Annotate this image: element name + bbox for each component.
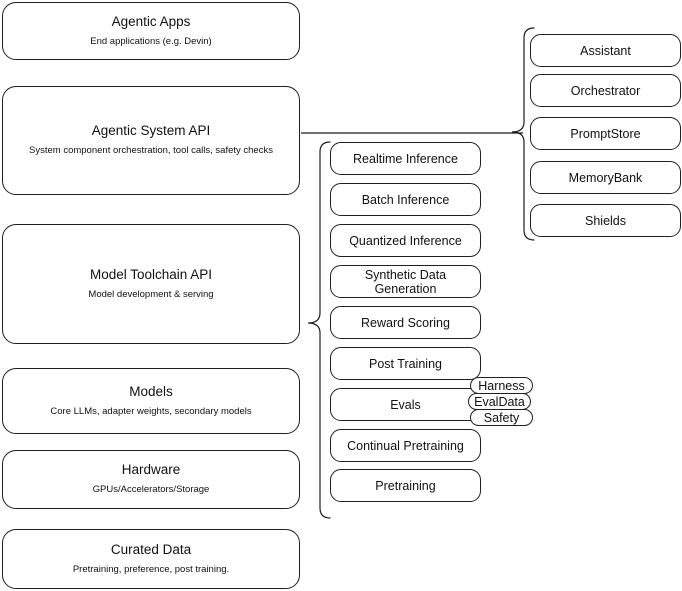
toolchain-pill-pretraining[interactable]: Pretraining	[330, 469, 481, 502]
toolchain-pill-batch-inference[interactable]: Batch Inference	[330, 183, 481, 216]
layer-subtitle: End applications (e.g. Devin)	[90, 35, 212, 47]
toolchain-pill-realtime-inference[interactable]: Realtime Inference	[330, 142, 481, 175]
layer-title: Curated Data	[110, 541, 192, 557]
layer-title: Agentic Apps	[111, 13, 191, 29]
agentic-component-pill-memorybank[interactable]: MemoryBank	[530, 161, 681, 194]
layer-subtitle: Model development & serving	[88, 288, 214, 300]
toolchain-pill-quantized-inference[interactable]: Quantized Inference	[330, 224, 481, 257]
layer-title: Hardware	[121, 462, 181, 478]
layer-subtitle: Pretraining, preference, post training.	[72, 563, 230, 575]
layer-subtitle: GPUs/Accelerators/Storage	[92, 484, 210, 496]
layer-title: Agentic System API	[91, 123, 211, 139]
toolchain-pill-continual-pretraining[interactable]: Continual Pretraining	[330, 429, 481, 462]
agentic-system-brace	[511, 27, 535, 241]
evals-subcomponent-harness[interactable]: Harness	[470, 377, 533, 394]
layer-box-agentic-system-api[interactable]: Agentic System API System component orche…	[2, 86, 300, 195]
evals-subcomponent-evaldata[interactable]: EvalData	[468, 393, 531, 410]
toolchain-pill-synthetic-data-generation[interactable]: Synthetic Data Generation	[330, 265, 481, 298]
toolchain-pill-post-training[interactable]: Post Training	[330, 347, 481, 380]
agentic-component-pill-assistant[interactable]: Assistant	[530, 34, 681, 67]
agentic-component-pill-orchestrator[interactable]: Orchestrator	[530, 74, 681, 107]
toolchain-brace	[307, 141, 331, 519]
layer-title: Models	[129, 383, 173, 399]
toolchain-pill-reward-scoring[interactable]: Reward Scoring	[330, 306, 481, 339]
evals-subcomponent-safety[interactable]: Safety	[470, 409, 533, 426]
layer-title: Model Toolchain API	[89, 266, 213, 282]
layer-subtitle: Core LLMs, adapter weights, secondary mo…	[50, 405, 252, 417]
layer-box-model-toolchain-api[interactable]: Model Toolchain API Model development & s…	[2, 224, 300, 344]
agentic-component-pill-shields[interactable]: Shields	[530, 204, 681, 237]
toolchain-pill-evals[interactable]: Evals	[330, 388, 481, 421]
layer-subtitle: System component orchestration, tool cal…	[29, 145, 273, 157]
agentic-component-pill-promptstore[interactable]: PromptStore	[530, 117, 681, 150]
